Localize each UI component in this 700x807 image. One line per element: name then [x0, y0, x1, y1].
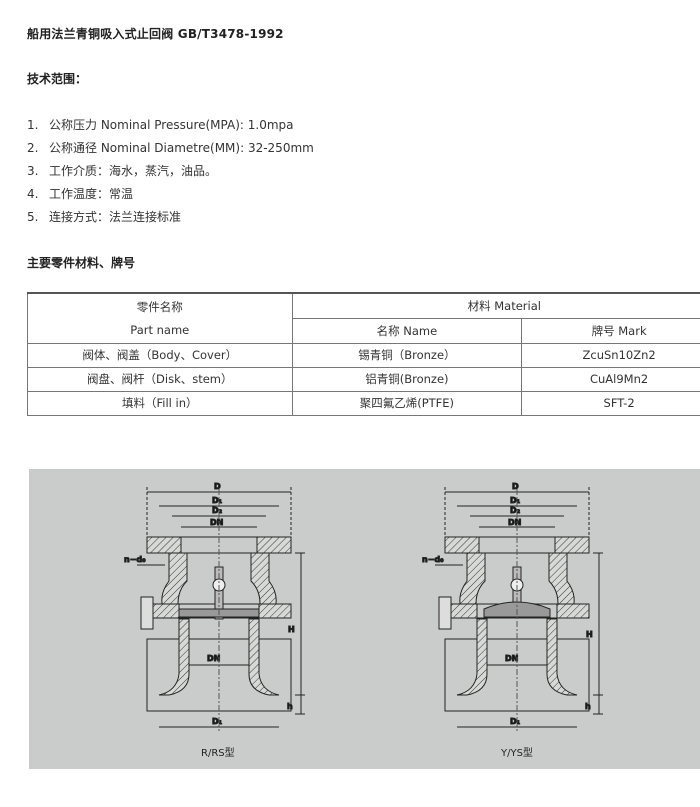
spec-number: 1.: [27, 118, 39, 132]
dim-label-dn-bottom: DN: [207, 654, 220, 663]
material-header: 材料 Material: [291, 292, 700, 319]
dim-label-d2: D₂: [212, 506, 223, 515]
spec-number: 2.: [27, 141, 39, 155]
dim-label-d1: D₁: [510, 496, 521, 505]
material-name-cell: 锡青铜（Bronze）: [291, 342, 523, 368]
spec-number: 4.: [27, 187, 39, 201]
table-row: 阀体、阀盖（Body、Cover） 锡青铜（Bronze） ZcuSn10Zn2: [27, 342, 700, 368]
spec-text: 工作温度：常温: [49, 187, 134, 201]
dim-label-nd: n−d₀: [422, 555, 444, 564]
dim-label-d: D: [512, 482, 519, 491]
spec-text: 工作介质：海水，蒸汽，油品。: [49, 164, 218, 178]
material-mark-cell: SFT-2: [521, 390, 700, 416]
valve-drawing-panel: D D₁ D₂ DN DN D₁ H h n−d₀: [29, 469, 700, 769]
scope-heading: 技术范围：: [27, 72, 88, 86]
material-name-cell: 聚四氟乙烯(PTFE): [291, 390, 523, 416]
part-cell: 阀体、阀盖（Body、Cover）: [27, 342, 293, 368]
spec-item-2: 2. 公称通径 Nominal Diametre(MM): 32-250mm: [27, 139, 314, 156]
material-mark-cell: ZcuSn10Zn2: [521, 342, 700, 368]
dim-label-dn-bottom: DN: [505, 654, 518, 663]
spec-text: 连接方式：法兰连接标准: [49, 210, 182, 224]
materials-heading: 主要零件材料、牌号: [27, 256, 136, 270]
material-mark-cell: CuAl9Mn2: [521, 366, 700, 392]
spec-item-4: 4. 工作温度：常温: [27, 185, 133, 202]
part-cell: 阀盘、阀杆（Disk、stem）: [27, 366, 293, 392]
dim-label-d1: D₁: [212, 496, 223, 505]
spec-item-1: 1. 公称压力 Nominal Pressure(MPA): 1.0mpa: [27, 116, 294, 133]
dim-label-h-upper: H: [586, 630, 593, 639]
spec-number: 3.: [27, 164, 39, 178]
page-title: 船用法兰青铜吸入式止回阀 GB/T3478-1992: [27, 27, 284, 41]
valve-drawings: D D₁ D₂ DN DN D₁ H h n−d₀: [124, 482, 603, 759]
caption-yys: Y/YS型: [500, 746, 533, 759]
dim-label-d: D: [214, 482, 221, 491]
spec-number: 5.: [27, 210, 39, 224]
spec-text: 公称压力 Nominal Pressure(MPA): 1.0mpa: [49, 118, 294, 132]
valve-drawing-yys: D D₁ D₂ DN DN D₁ H h n−d₀: [422, 482, 603, 731]
dim-label-nd: n−d₀: [124, 555, 146, 564]
dim-label-h-lower: h: [585, 702, 591, 711]
spec-item-3: 3. 工作介质：海水，蒸汽，油品。: [27, 162, 217, 179]
dim-label-dn-top: DN: [508, 518, 521, 527]
part-header-cn: 零件名称: [136, 300, 183, 315]
dim-label-dn-top: DN: [210, 518, 223, 527]
spec-item-5: 5. 连接方式：法兰连接标准: [27, 208, 181, 225]
mark-header: 牌号 Mark: [521, 317, 700, 344]
materials-table: 零件名称 Part name 材料 Material 名称 Name 牌号 Ma…: [27, 292, 700, 416]
valve-drawing-rrs: D D₁ D₂ DN DN D₁ H h n−d₀: [124, 482, 305, 731]
table-row: 填料（Fill in） 聚四氟乙烯(PTFE) SFT-2: [27, 390, 700, 416]
caption-rrs: R/RS型: [201, 746, 235, 759]
material-name-cell: 铝青铜(Bronze): [291, 366, 523, 392]
part-header-cell: 零件名称 Part name: [27, 292, 293, 344]
dim-label-d1-bottom: D₁: [510, 717, 521, 726]
spec-text: 公称通径 Nominal Diametre(MM): 32-250mm: [49, 141, 314, 155]
dim-label-d2: D₂: [510, 506, 521, 515]
part-header-en: Part name: [130, 323, 190, 338]
dim-label-d1-bottom: D₁: [212, 717, 223, 726]
dim-label-h-upper: H: [288, 625, 295, 634]
dim-label-h-lower: h: [287, 702, 293, 711]
name-header: 名称 Name: [291, 317, 523, 344]
table-row: 阀盘、阀杆（Disk、stem） 铝青铜(Bronze) CuAl9Mn2: [27, 366, 700, 392]
part-cell: 填料（Fill in）: [27, 390, 293, 416]
